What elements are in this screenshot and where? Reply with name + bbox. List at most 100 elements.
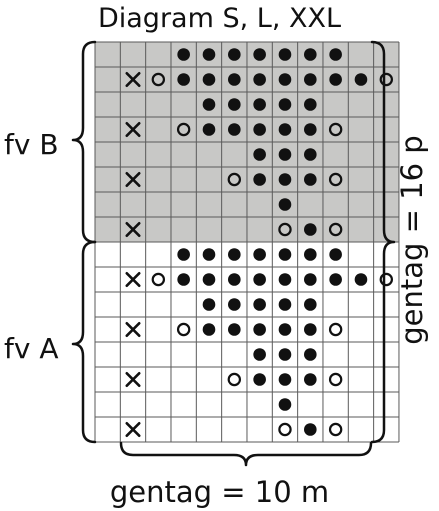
filled-circle-symbol (304, 173, 317, 186)
filled-circle-symbol (228, 273, 241, 286)
brace-repeat-width (119, 441, 373, 467)
cross-symbol (125, 422, 141, 437)
cross-symbol (125, 172, 141, 187)
filled-circle-symbol (253, 323, 266, 336)
filled-circle-symbol (202, 73, 216, 86)
filled-circle-symbol (253, 298, 266, 311)
filled-circle-symbol (304, 248, 317, 261)
filled-circle-symbol (304, 223, 317, 236)
open-circle-symbol (328, 172, 343, 187)
filled-circle-symbol (278, 323, 292, 336)
filled-circle-symbol (304, 73, 317, 86)
open-circle-symbol (278, 222, 292, 237)
braces (71, 40, 396, 467)
filled-circle-symbol (202, 48, 216, 61)
cross-symbol (125, 122, 141, 137)
filled-circle-symbol (354, 73, 368, 86)
open-circle-symbol (176, 122, 191, 137)
filled-circle-symbol (177, 48, 190, 61)
diagram-title: Diagram S, L, XXL (97, 3, 342, 34)
repeat-width-label: gentag = 10 m (109, 475, 330, 509)
filled-circle-symbol (202, 323, 216, 336)
open-circle-symbol (328, 422, 343, 437)
filled-circle-symbol (202, 298, 216, 311)
cross-symbol (125, 372, 141, 387)
open-circle-symbol (151, 272, 166, 287)
filled-circle-symbol (278, 173, 292, 186)
filled-circle-symbol (228, 73, 241, 86)
filled-circle-symbol (253, 148, 266, 161)
filled-circle-symbol (304, 423, 317, 436)
filled-circle-symbol (177, 73, 190, 86)
filled-circle-symbol (253, 173, 266, 186)
filled-circle-symbol (278, 73, 292, 86)
cross-symbol (125, 222, 141, 237)
filled-circle-symbol (278, 148, 292, 161)
cross-symbol (125, 272, 141, 287)
filled-circle-symbol (304, 373, 317, 386)
filled-circle-symbol (278, 198, 292, 211)
filled-circle-symbol (304, 48, 317, 61)
filled-circle-symbol (278, 398, 292, 411)
repeat-height-label: gentag = 16 p (395, 135, 429, 345)
filled-circle-symbol (278, 248, 292, 261)
filled-circle-symbol (329, 73, 342, 86)
open-circle-symbol (379, 272, 393, 287)
section-a-label: fv A (4, 332, 59, 365)
filled-circle-symbol (202, 98, 216, 111)
open-circle-symbol (176, 322, 191, 337)
filled-circle-symbol (253, 48, 266, 61)
filled-circle-symbol (253, 73, 266, 86)
filled-circle-symbol (304, 98, 317, 111)
open-circle-symbol (278, 422, 292, 437)
open-circle-symbol (151, 72, 166, 87)
open-circle-symbol (379, 72, 393, 87)
filled-circle-symbol (278, 98, 292, 111)
open-circle-symbol (328, 322, 343, 337)
filled-circle-symbol (177, 273, 190, 286)
filled-circle-symbol (304, 298, 317, 311)
filled-circle-symbol (304, 348, 317, 361)
cross-symbol (125, 322, 141, 337)
filled-circle-symbol (228, 298, 241, 311)
filled-circle-symbol (253, 123, 266, 136)
filled-circle-symbol (278, 48, 292, 61)
brace-section-a (71, 240, 97, 444)
filled-circle-symbol (278, 273, 292, 286)
filled-circle-symbol (177, 248, 190, 261)
brace-repeat-height (370, 40, 396, 444)
filled-circle-symbol (278, 123, 292, 136)
filled-circle-symbol (304, 148, 317, 161)
filled-circle-symbol (228, 248, 241, 261)
filled-circle-symbol (228, 48, 241, 61)
filled-circle-symbol (202, 273, 216, 286)
filled-circle-symbol (329, 273, 342, 286)
filled-circle-symbol (304, 123, 317, 136)
filled-circle-symbol (354, 273, 368, 286)
filled-circle-symbol (202, 123, 216, 136)
grid-symbols (125, 48, 393, 437)
filled-circle-symbol (253, 248, 266, 261)
open-circle-symbol (328, 372, 343, 387)
filled-circle-symbol (278, 348, 292, 361)
brace-section-b (71, 40, 97, 244)
section-b-label: fv B (4, 128, 59, 161)
filled-circle-symbol (329, 248, 342, 261)
filled-circle-symbol (202, 248, 216, 261)
filled-circle-symbol (253, 373, 266, 386)
filled-circle-symbol (253, 98, 266, 111)
grid-lines (94, 41, 400, 443)
filled-circle-symbol (329, 48, 342, 61)
filled-circle-symbol (228, 323, 241, 336)
filled-circle-symbol (304, 273, 317, 286)
open-circle-symbol (328, 122, 343, 137)
open-circle-symbol (227, 372, 242, 387)
filled-circle-symbol (278, 373, 292, 386)
open-circle-symbol (227, 172, 242, 187)
open-circle-symbol (328, 222, 343, 237)
cross-symbol (125, 72, 141, 87)
filled-circle-symbol (304, 323, 317, 336)
filled-circle-symbol (253, 348, 266, 361)
filled-circle-symbol (253, 273, 266, 286)
